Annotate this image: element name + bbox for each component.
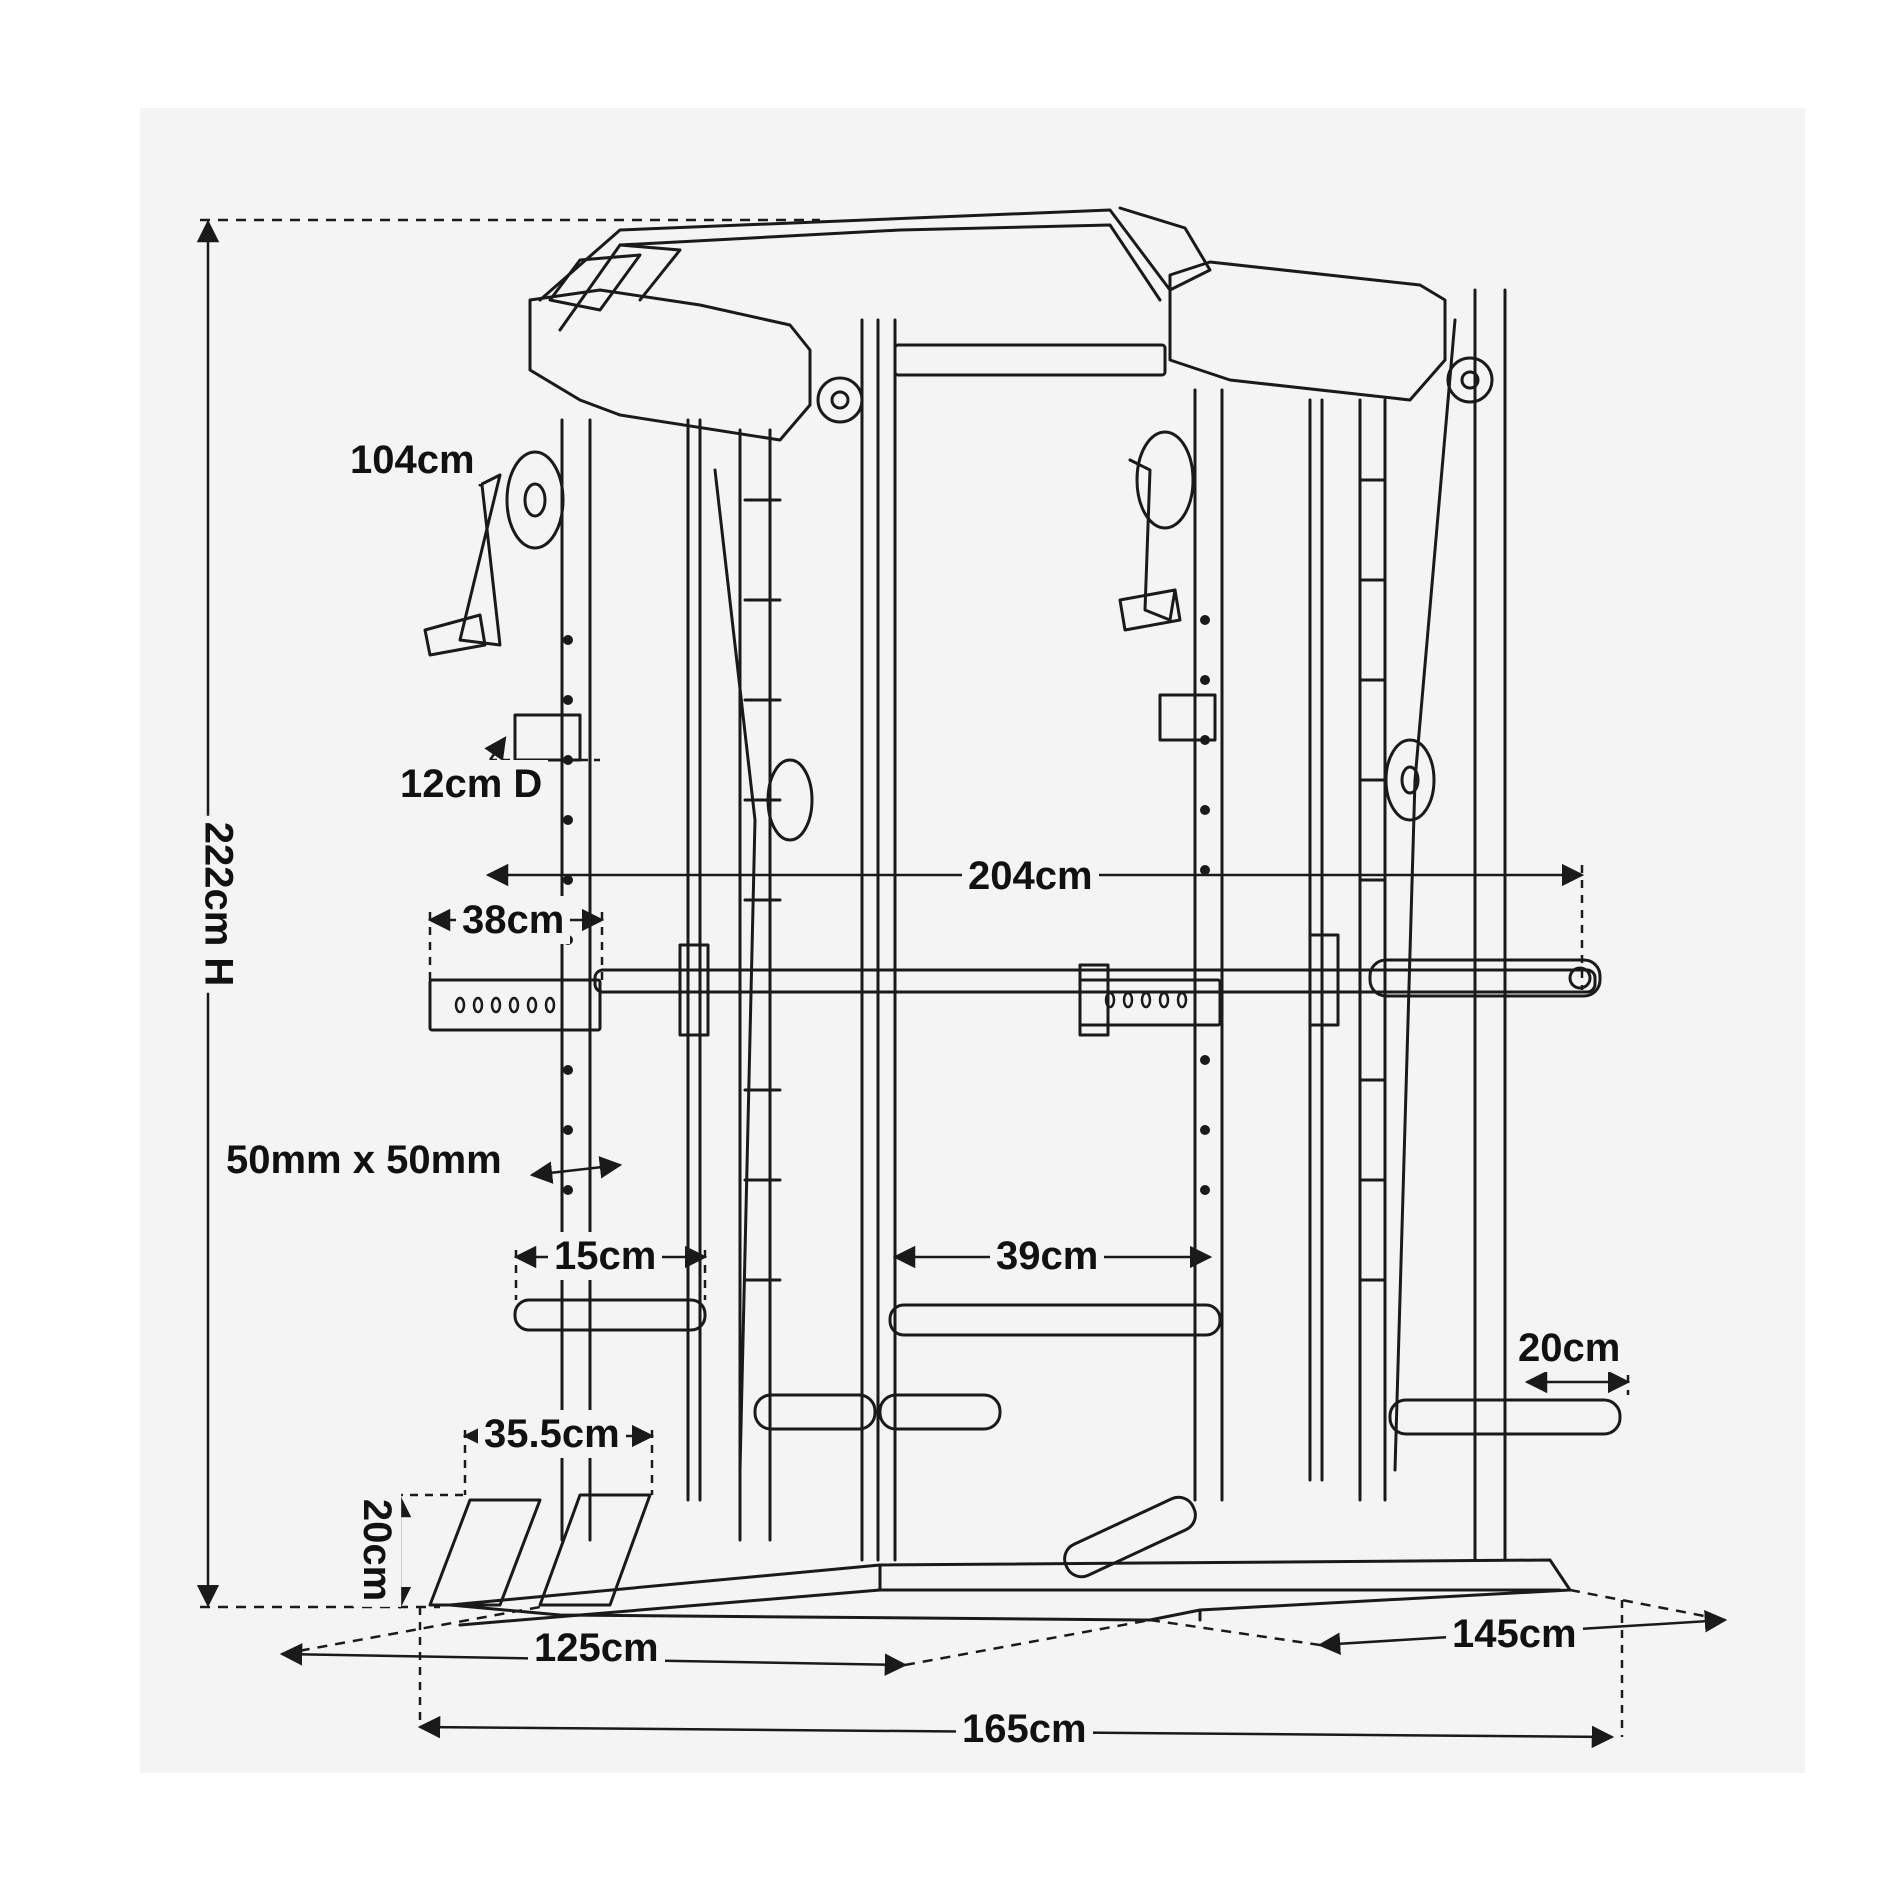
overall-width-label: 204cm [962, 852, 1099, 900]
foot-plate-width-label: 35.5cm [478, 1410, 626, 1458]
depth-left-label: 125cm [528, 1624, 665, 1672]
inner-width-label: 39cm [990, 1232, 1105, 1280]
height-dimension-label: 222cm H [194, 815, 243, 993]
machine-frame [423, 206, 1622, 1627]
safety-arm-label: 38cm [456, 896, 571, 944]
depth-right-label: 145cm [1446, 1610, 1583, 1658]
base-width-label: 165cm [956, 1705, 1093, 1753]
cable-length-label: 104cm [344, 436, 481, 484]
plate-holder-label: 20cm [1512, 1324, 1627, 1372]
storage-peg-label: 15cm [548, 1232, 663, 1280]
tube-profile-label: 50mm x 50mm [220, 1136, 508, 1184]
foot-plate-height-label: 20cm [353, 1492, 402, 1608]
hook-depth-label: 12cm D [394, 760, 549, 808]
